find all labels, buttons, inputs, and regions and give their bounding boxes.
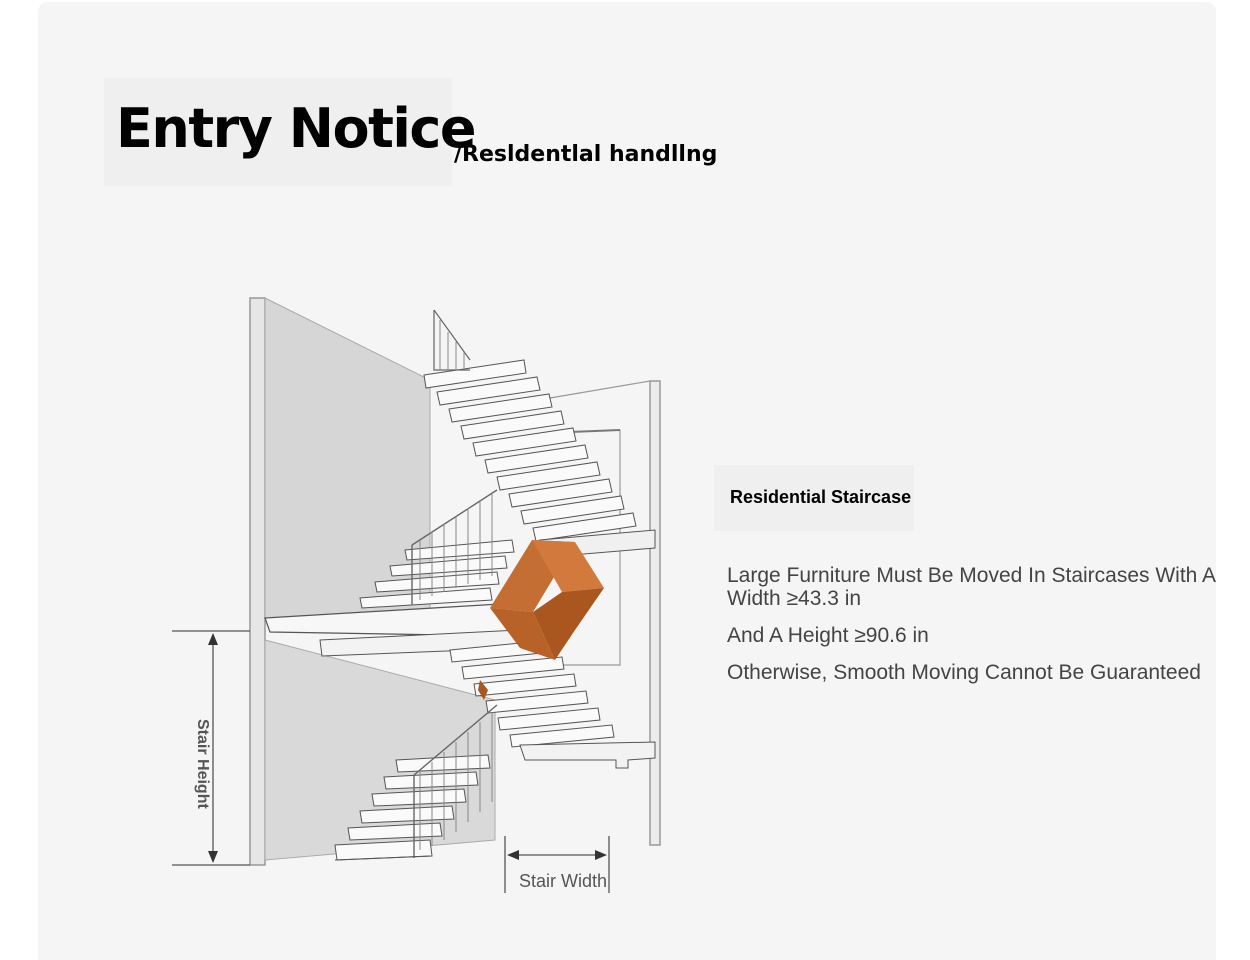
bottom-flight — [334, 754, 491, 861]
page-subtitle: /Resldentlal handllng — [454, 142, 718, 167]
stair-height-dimension — [172, 630, 250, 866]
guarantee-note: Otherwise, Smooth Moving Cannot Be Guara… — [727, 661, 1201, 684]
stair-width-label: Stair Width — [519, 871, 608, 891]
staircase-tag: Residential Staircase — [730, 487, 912, 507]
furniture-box — [478, 540, 604, 700]
upper-flight — [423, 359, 637, 542]
width-requirement: Large Furniture Must Be Moved In Stairca… — [727, 564, 1215, 610]
staircase-with-box-illustration — [172, 297, 661, 893]
lower-flight — [449, 639, 615, 748]
title-backdrop — [104, 78, 452, 186]
stair-width-dimension — [504, 836, 610, 893]
staircase-tag-backdrop — [714, 465, 914, 531]
stair-height-label: Stair Height — [194, 719, 211, 809]
page-title: Entry Notice — [116, 97, 477, 160]
height-requirement: And A Height ≥90.6 in — [727, 624, 929, 647]
requirements-text: Large Furniture Must Be Moved In Stairca… — [727, 564, 1227, 698]
